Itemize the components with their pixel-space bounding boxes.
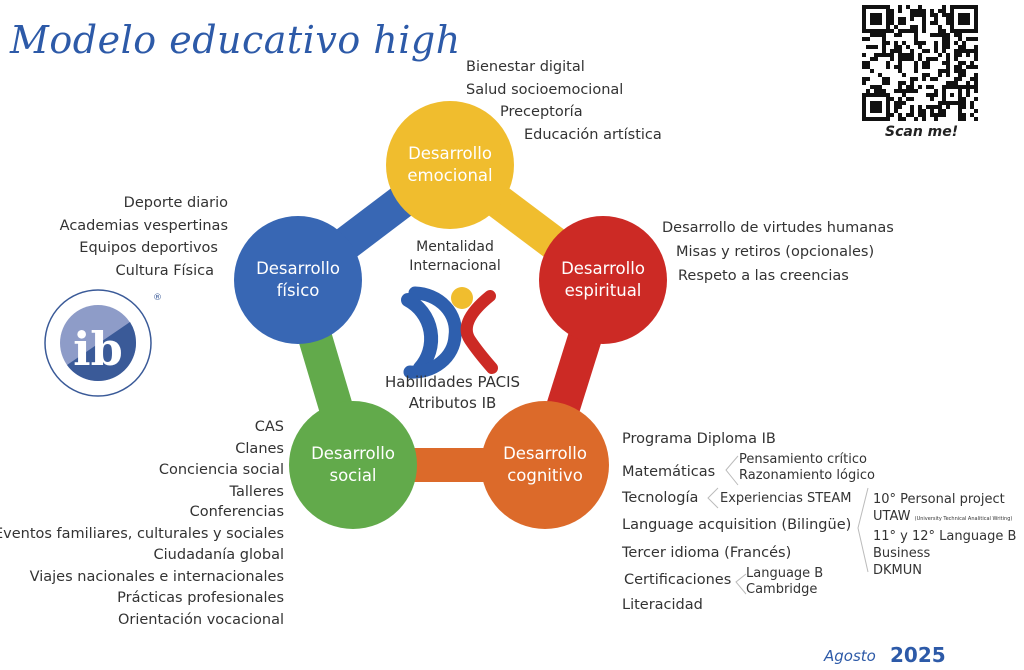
svg-text:®: ® — [153, 293, 162, 303]
qr-caption: Scan me! — [885, 124, 959, 140]
espiritual-items: Desarrollo de virtudes humanas Misas y r… — [662, 220, 894, 284]
social-items-2: Conferencias Eventos familiares, cultura… — [0, 504, 284, 628]
dk-logo — [401, 286, 498, 379]
emocional-items: Bienestar digital Salud socioemocional P… — [466, 59, 662, 143]
circle-fisico — [234, 216, 362, 344]
circle-emocional — [386, 101, 514, 229]
circle-cognitivo — [481, 401, 609, 529]
qr-code — [860, 4, 990, 122]
fisico-items: Deporte diario Academias vespertinas Equ… — [59, 195, 228, 279]
page-title: Modelo educativo high — [10, 18, 461, 62]
social-items: CAS Clanes Conciencia social Talleres — [158, 419, 284, 500]
language-sub: 10° Personal project UTAW (University Te… — [873, 492, 1017, 578]
svg-text:ib: ib — [73, 322, 123, 376]
circle-social — [289, 401, 417, 529]
circle-espiritual — [539, 216, 667, 344]
tecnologia-sub: Experiencias STEAM — [720, 491, 852, 506]
ib-logo: ib ® — [44, 289, 162, 397]
date-year: 2025 — [890, 643, 946, 667]
date-month: Agosto — [824, 647, 876, 665]
